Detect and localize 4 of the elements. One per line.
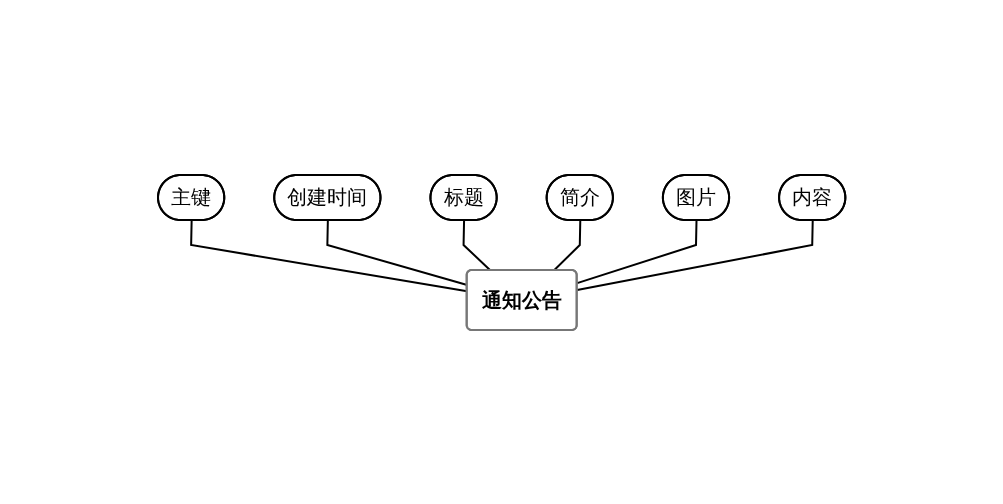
connector [552,219,582,271]
connector [576,219,698,284]
connector [462,219,492,271]
connector [576,219,814,291]
